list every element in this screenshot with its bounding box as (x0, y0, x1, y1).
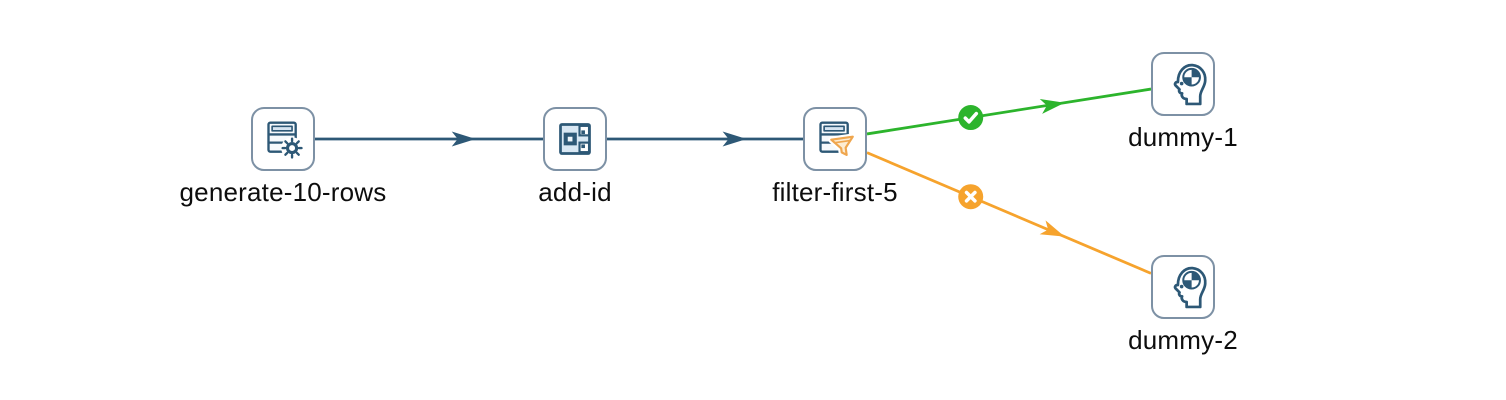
hop-generate-10-rows-to-add-id[interactable] (315, 131, 543, 147)
node-filter-first-5: filter-first-5 (772, 107, 898, 207)
hop-arrow-icon (1039, 220, 1065, 237)
node-label-generate-10-rows[interactable]: generate-10-rows (179, 177, 387, 207)
head-brain-icon (1173, 63, 1207, 106)
node-box-dummy-1[interactable] (1151, 52, 1215, 116)
hop-arrow-icon (722, 131, 747, 147)
node-dummy-1: dummy-1 (1128, 52, 1238, 152)
table-funnel-icon (819, 121, 856, 159)
node-add-id: add-id (538, 107, 612, 207)
check-badge-icon (958, 105, 984, 131)
node-box-add-id[interactable] (543, 107, 607, 171)
node-box-generate-10-rows[interactable] (251, 107, 315, 171)
add-sequence-icon (559, 123, 591, 155)
node-label-dummy-2[interactable]: dummy-2 (1128, 325, 1238, 355)
node-dummy-2: dummy-2 (1128, 255, 1238, 355)
cross-badge-icon (958, 184, 984, 210)
hop-add-id-to-filter-first-5[interactable] (607, 131, 803, 147)
funnel-icon (828, 133, 856, 159)
table-gear-icon (267, 121, 303, 159)
node-label-filter-first-5[interactable]: filter-first-5 (772, 177, 898, 207)
node-box-dummy-2[interactable] (1151, 255, 1215, 319)
head-brain-icon (1173, 266, 1207, 309)
hop-filter-first-5-to-dummy-1[interactable] (866, 87, 1152, 136)
hop-arrow-icon (451, 131, 476, 147)
hop-filter-first-5-to-dummy-2[interactable] (866, 151, 1152, 275)
hop-arrow-icon (1039, 99, 1065, 114)
node-box-filter-first-5[interactable] (803, 107, 867, 171)
node-label-add-id[interactable]: add-id (538, 177, 612, 207)
node-label-dummy-1[interactable]: dummy-1 (1128, 122, 1238, 152)
node-generate-10-rows: generate-10-rows (180, 107, 386, 207)
